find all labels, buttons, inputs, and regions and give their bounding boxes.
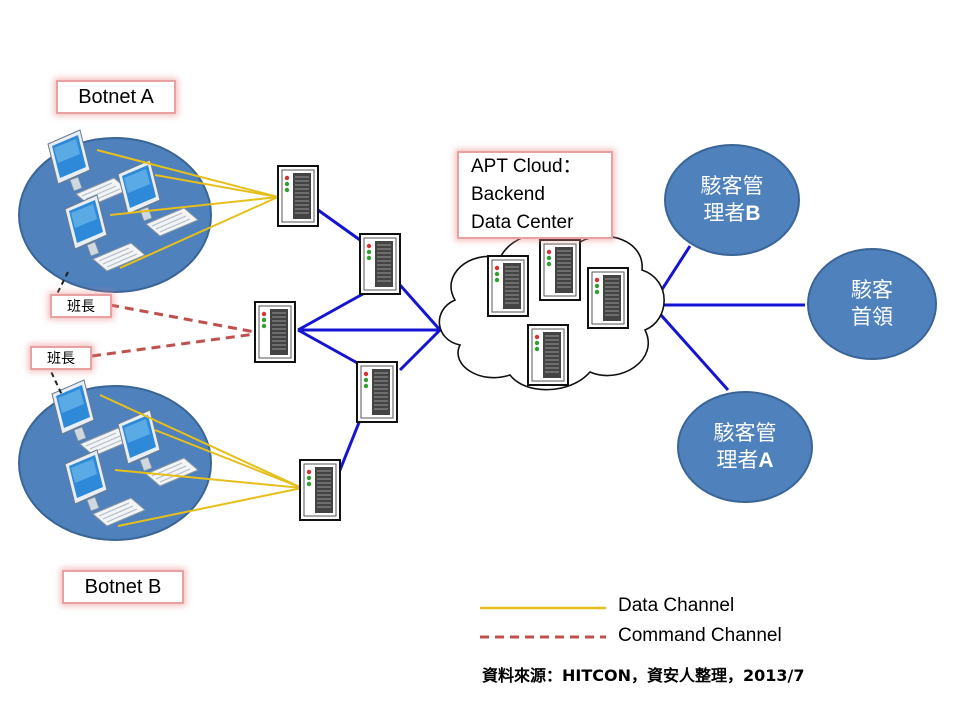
relay-server-upper: [359, 233, 401, 295]
cloud-server-1: [487, 255, 529, 317]
squad-leader-label-b: 班長: [30, 346, 92, 370]
botnet-b-label: Botnet B: [62, 570, 184, 604]
apt-cloud-line-1: APT Cloud：: [471, 156, 582, 177]
hacker-leader-node: [807, 248, 937, 360]
command-channel-lines: [91, 303, 256, 358]
relay-server-command: [254, 301, 296, 363]
cloud-server-4: [527, 324, 569, 386]
relay-server-lower: [356, 361, 398, 423]
apt-cloud-line-2: Backend: [471, 184, 545, 205]
backbone-lines: [297, 208, 805, 481]
relay-server-a: [277, 165, 319, 227]
hacker-leader-label: 駭客 首領: [851, 278, 893, 329]
squad-leader-links: [39, 271, 69, 396]
apt-cloud-line-3: Data Center: [471, 212, 574, 233]
source-credit: 資料來源：HITCON，資安人整理，2013/7: [482, 666, 805, 685]
botnet-a-label: Botnet A: [56, 80, 176, 114]
hacker-manager-a-node: [677, 391, 813, 503]
squad-leader-label-a: 班長: [50, 294, 112, 318]
cloud-server-3: [587, 267, 629, 329]
apt-cloud-label: APT Cloud： Backend Data Center: [457, 151, 613, 239]
data-channel-lines-b: [99, 394, 303, 527]
data-channel-lines-a: [96, 149, 279, 269]
cloud-server-2: [539, 239, 581, 301]
hacker-manager-b-label: 駭客管 理者B: [700, 174, 764, 225]
hacker-manager-a-label: 駭客管 理者A: [713, 421, 777, 472]
hacker-manager-b-node: [664, 144, 800, 256]
legend-data-channel-label: Data Channel: [618, 595, 735, 616]
legend-command-channel-label: Command Channel: [618, 625, 782, 646]
relay-server-b: [299, 459, 341, 521]
